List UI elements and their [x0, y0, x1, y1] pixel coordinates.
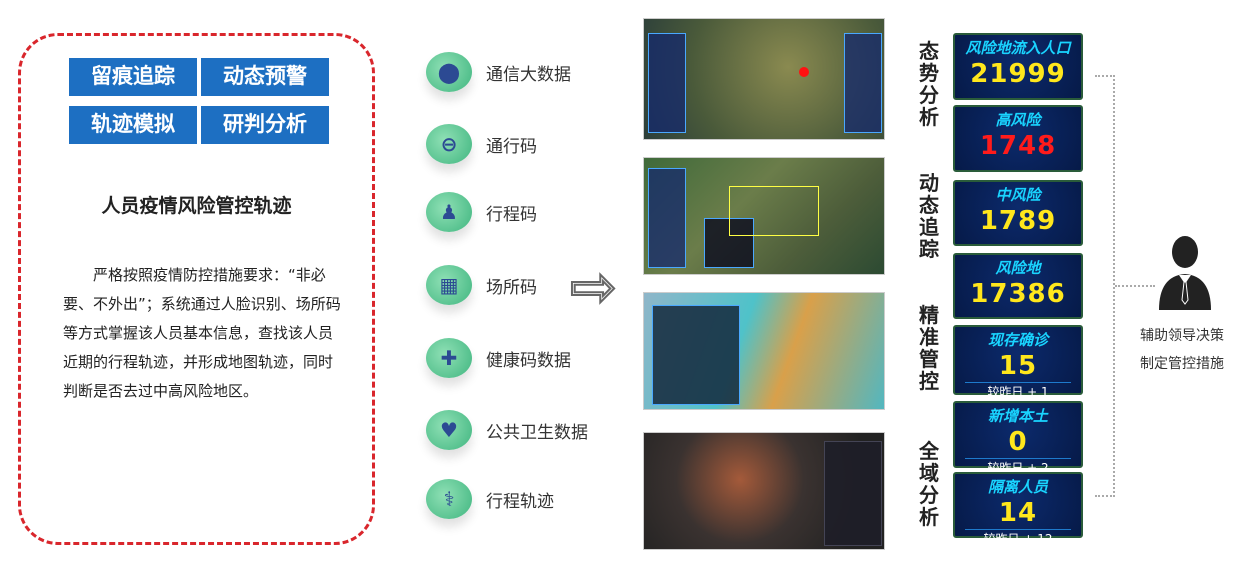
card-delta: 较昨日 + 12 — [965, 529, 1071, 547]
panel-title: 人员疫情风险管控轨迹 — [101, 195, 292, 217]
card-value: 17386 — [970, 279, 1066, 309]
source-item: ▦ 场所码 — [426, 263, 537, 307]
source-label: 行程轨迹 — [486, 491, 554, 512]
source-label: 健康码数据 — [486, 350, 571, 371]
card-value: 1789 — [979, 206, 1057, 236]
screenshot-person-profile — [643, 292, 885, 410]
card-value: 21999 — [970, 59, 1066, 89]
person-icon: ♟ — [426, 192, 472, 232]
card-title: 风险地流入人口 — [965, 39, 1071, 57]
card-delta: 较昨日 + 2 — [965, 458, 1071, 476]
source-item: ♥ 公共卫生数据 — [426, 408, 588, 452]
location-pin-icon: ⬤ — [426, 52, 472, 92]
category-global: 全域分析 — [919, 439, 939, 529]
source-label: 行程码 — [486, 204, 537, 225]
source-item: ⊖ 通行码 — [426, 122, 537, 166]
card-value: 0 — [1008, 427, 1028, 457]
stat-card: 高风险 1748 — [953, 105, 1083, 172]
medicine-icon: ⚕ — [426, 479, 472, 519]
connector-line — [1115, 285, 1155, 287]
source-label: 公共卫生数据 — [486, 422, 588, 443]
card-delta: 较昨日 + 1 — [965, 382, 1071, 400]
source-label: 场所码 — [486, 277, 537, 298]
card-title: 高风险 — [995, 111, 1041, 129]
medical-kit-icon: ✚ — [426, 338, 472, 378]
stat-card: 风险地 17386 — [953, 253, 1083, 319]
stat-card: 风险地流入人口 21999 — [953, 33, 1083, 100]
card-value: 14 — [998, 498, 1038, 528]
tag-simulation: 轨迹模拟 — [69, 106, 197, 144]
category-situation: 态势分析 — [919, 39, 939, 129]
panel-description: 严格按照疫情防控措施要求：“非必要、不外出”；系统通过人脸识别、场所码等方式掌握… — [63, 266, 341, 400]
pass-code-icon: ⊖ — [426, 124, 472, 164]
decision-line: 制定管控措施 — [1140, 356, 1224, 372]
leader-person-icon — [1159, 236, 1211, 310]
screenshot-map-dashboard — [643, 18, 885, 140]
category-tracking: 动态追踪 — [919, 171, 939, 261]
card-title: 中风险 — [995, 186, 1041, 204]
source-item: ✚ 健康码数据 — [426, 336, 571, 380]
source-item: ⬤ 通信大数据 — [426, 50, 571, 94]
card-title: 隔离人员 — [987, 478, 1048, 496]
decision-text: 辅助领导决策 制定管控措施 — [1122, 322, 1240, 378]
card-title: 新增本土 — [987, 407, 1048, 425]
category-control: 精准管控 — [919, 303, 939, 393]
source-item: ⚕ 行程轨迹 — [426, 477, 554, 521]
source-label: 通行码 — [486, 136, 537, 157]
card-title: 风险地 — [995, 259, 1041, 277]
card-value: 15 — [998, 351, 1038, 381]
qr-code-icon: ▦ — [426, 265, 472, 305]
stat-card: 中风险 1789 — [953, 180, 1083, 246]
card-value: 1748 — [979, 131, 1057, 161]
source-label: 通信大数据 — [486, 64, 571, 85]
heart-pulse-icon: ♥ — [426, 410, 472, 450]
tag-warning: 动态预警 — [201, 58, 329, 96]
tag-analysis: 研判分析 — [201, 106, 329, 144]
source-item: ♟ 行程码 — [426, 190, 537, 234]
screenshot-trajectory-map — [643, 432, 885, 550]
card-title: 现存确诊 — [987, 331, 1048, 349]
tag-trace: 留痕追踪 — [69, 58, 197, 96]
bracket-connector — [1095, 75, 1115, 497]
screenshot-satellite-dashboard — [643, 157, 885, 275]
left-panel: 留痕追踪 动态预警 轨迹模拟 研判分析 人员疫情风险管控轨迹 严格按照疫情防控措… — [18, 33, 375, 545]
decision-line: 辅助领导决策 — [1140, 328, 1224, 344]
right-arrow-icon: ⇨ — [569, 254, 618, 321]
